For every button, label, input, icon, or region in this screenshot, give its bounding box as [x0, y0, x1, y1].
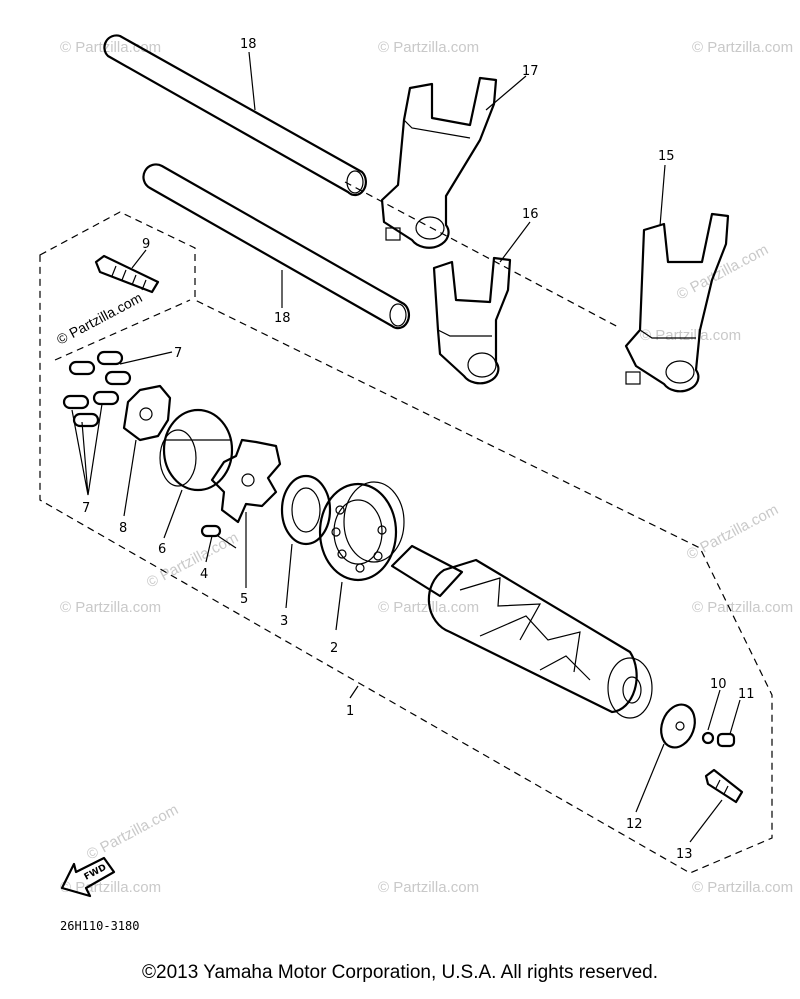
callout-9: 9	[142, 237, 150, 252]
shift-fork-16	[432, 256, 512, 385]
bearing-2	[318, 481, 405, 582]
watermark: © Partzilla.com	[378, 599, 479, 616]
callout-labels: 18 17 15 16 18 9 7 7 8 6 4 5 3 2 1 10 11…	[82, 37, 755, 862]
callout-12: 12	[626, 817, 643, 832]
watermark-diagonal: © Partzilla.com	[684, 501, 781, 563]
watermark: © Partzilla.com	[60, 599, 161, 616]
watermark-diagonal: © Partzilla.com	[54, 289, 145, 347]
stopper-6	[159, 408, 234, 492]
watermark: © Partzilla.com	[692, 879, 793, 896]
segment-8	[122, 384, 172, 442]
callout-4: 4	[200, 567, 208, 582]
washer-3	[280, 474, 332, 546]
watermark: © Partzilla.com	[378, 879, 479, 896]
watermark: © Partzilla.com	[692, 599, 793, 616]
callout-18-lower: 18	[274, 311, 291, 326]
callout-3: 3	[280, 614, 288, 629]
washer-12	[660, 703, 696, 749]
callout-7-upper: 7	[174, 346, 182, 361]
callout-16: 16	[522, 207, 539, 222]
pin-4	[200, 524, 222, 538]
watermark: © Partzilla.com	[640, 327, 741, 344]
pins-7	[62, 350, 132, 428]
plug-11	[716, 732, 736, 748]
callout-17: 17	[522, 64, 539, 79]
watermark: © Partzilla.com	[378, 39, 479, 56]
assembly-outline	[39, 181, 773, 874]
callout-15: 15	[658, 149, 675, 164]
screw-9	[94, 254, 160, 294]
star-cam-5	[210, 438, 282, 524]
shift-rod-upper	[103, 34, 367, 197]
callout-10: 10	[710, 677, 727, 692]
leader-lines	[71, 51, 741, 843]
callout-1: 1	[346, 704, 354, 719]
shift-drum-1	[390, 544, 653, 719]
shift-rod-lower	[142, 163, 411, 330]
callout-13: 13	[676, 847, 693, 862]
callout-8: 8	[119, 521, 127, 536]
callout-6: 6	[158, 542, 166, 557]
watermark: © Partzilla.com	[60, 39, 161, 56]
shift-fork-17	[380, 76, 498, 249]
screw-13	[704, 768, 744, 804]
shift-fork-15	[624, 212, 730, 393]
callout-11: 11	[738, 687, 755, 702]
callout-5: 5	[240, 592, 248, 607]
copyright-notice: ©2013 Yamaha Motor Corporation, U.S.A. A…	[142, 962, 658, 983]
callout-18-upper: 18	[240, 37, 257, 52]
callout-7-lower: 7	[82, 501, 90, 516]
watermark-diagonal: © Partzilla.com	[144, 529, 241, 591]
watermark-diagonal: © Partzilla.com	[84, 801, 181, 863]
watermark: © Partzilla.com	[60, 879, 161, 896]
callout-2: 2	[330, 641, 338, 656]
watermark: © Partzilla.com	[692, 39, 793, 56]
ball-10	[701, 731, 715, 745]
diagram-code: 26H110-3180	[60, 919, 139, 933]
